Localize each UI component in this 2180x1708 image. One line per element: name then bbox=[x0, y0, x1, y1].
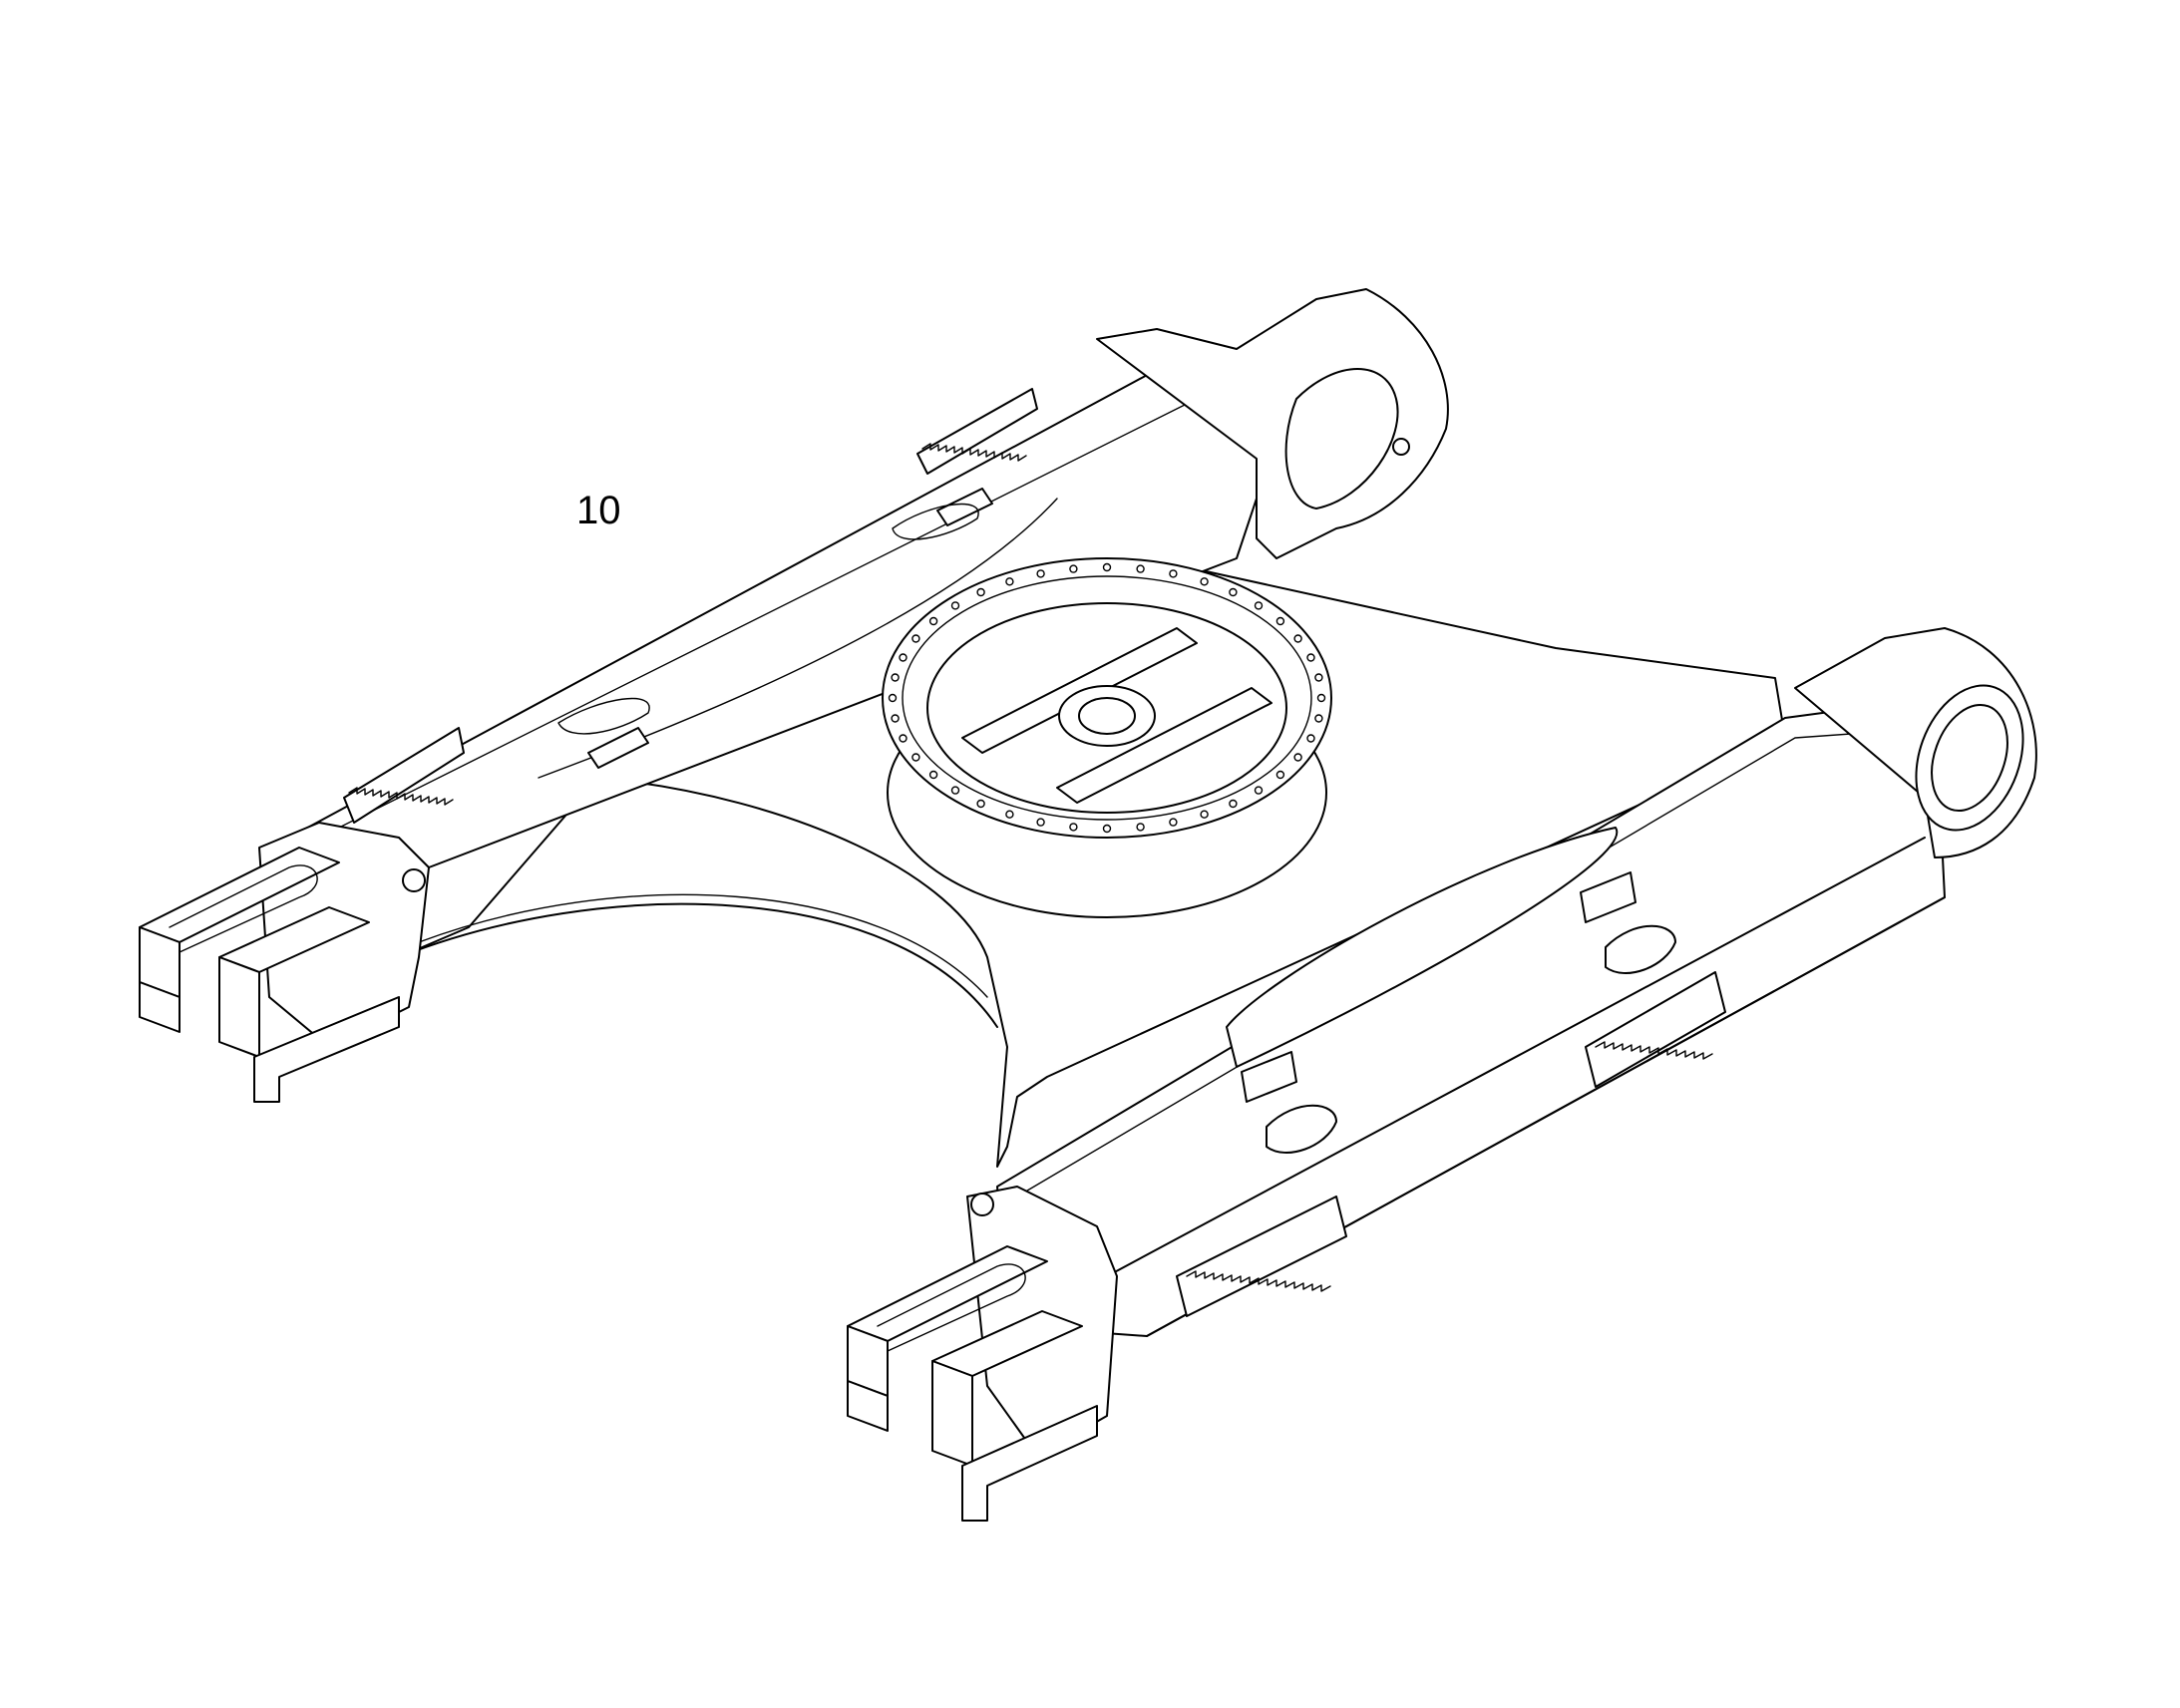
swing-ring-bolt-hole-icon bbox=[950, 601, 960, 610]
left-sprocket-housing bbox=[1096, 288, 1449, 559]
right-beam-hole-2 bbox=[1605, 924, 1676, 974]
swing-ring-bolt-hole-icon bbox=[1306, 653, 1315, 662]
center-swivel-joint-inner bbox=[1078, 697, 1136, 735]
swing-ring-bolt-hole-icon bbox=[1005, 577, 1014, 586]
swing-ring-bolt-hole-icon bbox=[888, 693, 898, 703]
right-sprocket-face-inner bbox=[1931, 703, 2008, 813]
frame-arch-inner bbox=[418, 893, 988, 998]
swing-ring-bolt-hole-icon bbox=[911, 634, 920, 643]
left-front-rail-inner-side bbox=[218, 956, 260, 1058]
right-roller-pad-2 bbox=[1580, 871, 1636, 923]
swing-ring-bolt-hole-icon bbox=[911, 753, 920, 762]
right-track-beam-side-top bbox=[1106, 837, 1926, 1277]
right-bracket-pin-hole-icon bbox=[970, 1193, 994, 1216]
right-beam-window bbox=[1226, 827, 1619, 1068]
right-beam-hole-1 bbox=[1266, 1104, 1337, 1154]
left-front-rail-foot bbox=[253, 996, 400, 1103]
left-serrated-plate-2 bbox=[916, 388, 1038, 475]
swing-ring-bolt-hole-icon bbox=[1314, 673, 1323, 682]
left-beam-slot-1 bbox=[557, 697, 650, 735]
swing-ring-bolt-hole-icon bbox=[1293, 753, 1302, 762]
right-front-rail-foot bbox=[961, 1405, 1098, 1522]
swing-ring-bolt-hole-icon bbox=[1316, 693, 1326, 703]
right-roller-pad-1 bbox=[1241, 1051, 1297, 1103]
swing-ring-bolt-hole-icon bbox=[1005, 810, 1014, 819]
swing-ring-bolt-hole-icon bbox=[950, 786, 960, 795]
swing-ring-bolt-hole-icon bbox=[1102, 824, 1112, 834]
right-front-rail-lower bbox=[847, 1380, 889, 1432]
right-serrated-plate-2 bbox=[1585, 971, 1726, 1088]
swing-ring-bolt-hole-icon bbox=[1293, 634, 1302, 643]
swing-ring-bolt-hole-icon bbox=[891, 714, 900, 723]
frame-arch-left bbox=[398, 902, 998, 1028]
swing-ring-bolt-hole-icon bbox=[1136, 823, 1145, 832]
swing-ring-bolt-hole-icon bbox=[1102, 562, 1112, 572]
swing-ring-bolt-hole-icon bbox=[976, 587, 985, 597]
right-serrated-plate-1-teeth bbox=[1186, 1270, 1331, 1292]
right-serrated-plate-1 bbox=[1176, 1196, 1347, 1317]
swing-ring-bolt-hole-icon bbox=[1169, 569, 1178, 578]
left-roller-pad-1 bbox=[587, 727, 649, 769]
swing-ring-bolt-hole-icon bbox=[1314, 714, 1323, 723]
swing-ring-bolt-hole-icon bbox=[1200, 810, 1209, 819]
left-front-slot bbox=[169, 864, 318, 953]
left-serrated-plate-1-teeth bbox=[348, 787, 454, 806]
left-serrated-plate-2-teeth bbox=[921, 443, 1027, 462]
swing-ring-bolt-hole-icon bbox=[1136, 564, 1145, 573]
swing-ring-bolt-hole-icon bbox=[928, 616, 938, 626]
swing-ring-bolt-hole-icon bbox=[891, 673, 900, 682]
left-sprocket-housing-face bbox=[1284, 368, 1399, 510]
swing-ring-bolt-hole-icon bbox=[1275, 616, 1285, 626]
left-beam-slot-2 bbox=[892, 503, 979, 540]
right-front-rail-inner-side bbox=[931, 1360, 973, 1467]
swing-ring-bolt-hole-icon bbox=[1069, 564, 1078, 573]
swing-ring-bolt-hole-icon bbox=[1229, 587, 1238, 597]
left-bracket-pin-hole-icon bbox=[402, 868, 426, 892]
swing-ring-bolt-hole-icon bbox=[899, 653, 908, 662]
swing-ring-bolt-hole-icon bbox=[1200, 577, 1209, 586]
swing-ring-bolt-hole-icon bbox=[1306, 734, 1315, 743]
swing-ring-bolt-holes bbox=[888, 562, 1326, 834]
swing-ring-bolt-hole-icon bbox=[1275, 770, 1285, 780]
center-crossmember-2 bbox=[1056, 687, 1272, 804]
swing-ring-bolt-hole-icon bbox=[1254, 786, 1264, 795]
swing-ring-bolt-hole-icon bbox=[976, 799, 985, 809]
right-serrated-plate-2-teeth bbox=[1595, 1041, 1713, 1060]
swing-ring-bolt-hole-icon bbox=[928, 770, 938, 780]
swing-ring-bolt-hole-icon bbox=[1036, 569, 1045, 578]
right-front-slot bbox=[877, 1263, 1026, 1352]
swing-ring-bolt-hole-icon bbox=[1036, 818, 1045, 827]
callout-label-10: 10 bbox=[576, 489, 621, 532]
swing-ring-bolt-hole-icon bbox=[1229, 799, 1238, 809]
swing-ring-bolt-hole-icon bbox=[1169, 818, 1178, 827]
swing-ring-bolt-hole-icon bbox=[1069, 823, 1078, 832]
left-front-rail-lower bbox=[139, 981, 181, 1033]
swing-ring-bolt-hole-icon bbox=[899, 734, 908, 743]
left-roller-pad-2 bbox=[936, 488, 993, 526]
left-serrated-plate-1 bbox=[343, 727, 465, 824]
swing-ring-bolt-hole-icon bbox=[1254, 601, 1264, 610]
left-sprocket-bolt-icon bbox=[1392, 438, 1410, 456]
